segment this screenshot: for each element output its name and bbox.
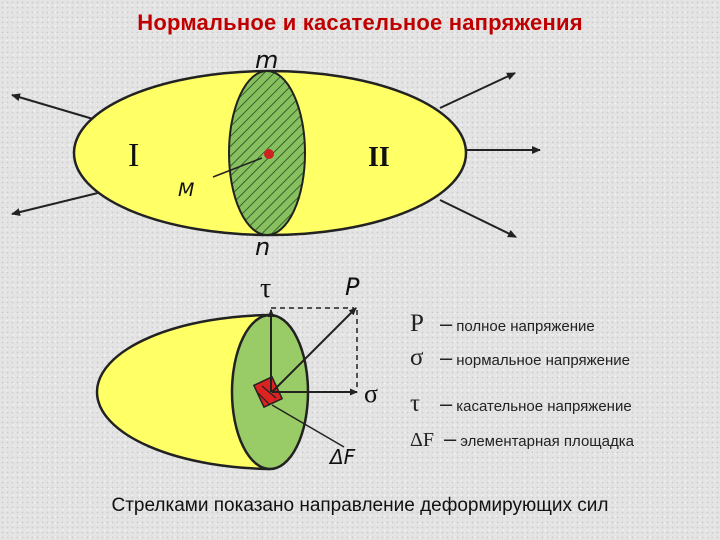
- lower-body: [95, 307, 358, 471]
- legend-text: элементарная площадка: [460, 433, 634, 450]
- label-n: n: [255, 233, 270, 261]
- label-part-II: II: [368, 142, 390, 173]
- force-arrow-bottom-right: [439, 199, 517, 238]
- label-m: m: [255, 46, 278, 74]
- legend-symbol: σ: [410, 344, 424, 371]
- slide-title: Нормальное и касательное напряжения: [137, 10, 583, 35]
- legend-text: нормальное напряжение: [456, 352, 631, 369]
- footer-note: Стрелками показано направление деформиру…: [111, 495, 609, 516]
- label-M: M: [178, 179, 194, 201]
- label-tau: τ: [260, 273, 271, 304]
- legend-row-deltaF: ΔF – элементарная площадка: [410, 426, 634, 451]
- label-P: P: [345, 273, 360, 301]
- upper-body: [11, 69, 541, 238]
- legend-row-sigma: σ – нормальное напряжение: [410, 344, 631, 371]
- label-sigma: σ: [364, 379, 378, 408]
- legend-text: касательное напряжение: [456, 398, 632, 415]
- point-M-marker: [264, 149, 274, 159]
- force-arrow-top-right: [439, 72, 516, 109]
- legend-text: полное напряжение: [456, 318, 595, 335]
- label-part-I: I: [128, 137, 139, 174]
- force-arrow-bottom-left: [11, 189, 111, 216]
- legend-symbol: τ: [410, 390, 421, 417]
- legend-row-tau: τ – касательное напряжение: [410, 390, 632, 417]
- label-deltaF: ΔF: [328, 445, 356, 469]
- legend-symbol: ΔF: [410, 429, 434, 451]
- point-M-leader: [212, 157, 263, 178]
- legend-row-P: P – полное напряжение: [410, 310, 595, 337]
- vector-P: [271, 307, 357, 393]
- half-body: [95, 313, 270, 471]
- legend-symbol: P: [410, 310, 424, 337]
